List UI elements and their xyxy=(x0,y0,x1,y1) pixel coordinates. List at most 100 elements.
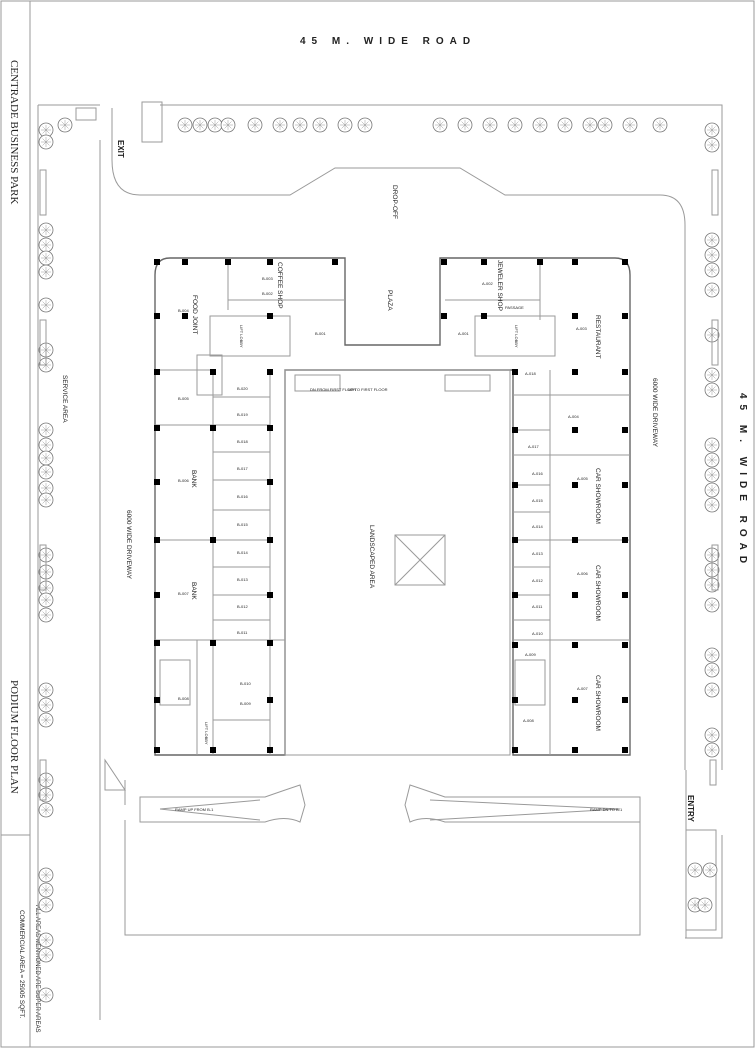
column xyxy=(267,697,273,703)
column xyxy=(512,537,518,543)
hedge xyxy=(711,544,719,591)
column xyxy=(572,592,578,598)
a-unit-label: A-011 xyxy=(532,604,543,609)
entry-label: ENTRY xyxy=(686,795,695,822)
tree-icon xyxy=(207,117,223,133)
tree-icon xyxy=(704,467,720,483)
passage-label: PASSAGE xyxy=(505,305,524,310)
a-unit-label: A-017 xyxy=(528,444,539,449)
b-unit-label: B-019 xyxy=(237,412,248,417)
b-unit-label: B-009 xyxy=(240,701,251,706)
tree-icon xyxy=(192,117,208,133)
tree-icon xyxy=(652,117,668,133)
tree-icon xyxy=(38,947,54,963)
tree-icon xyxy=(704,437,720,453)
b-unit-label: B-016 xyxy=(237,494,248,499)
b-unit-label: B-017 xyxy=(237,466,248,471)
tree-icon xyxy=(557,117,573,133)
column xyxy=(572,482,578,488)
shop-car-1: CAR SHOWROOM xyxy=(594,468,601,524)
column xyxy=(267,313,273,319)
column xyxy=(267,747,273,753)
tree-icon xyxy=(38,422,54,438)
shop-jeweler: JEWELER SHOP xyxy=(496,260,503,311)
drawing-title: PODIUM FLOOR PLAN xyxy=(8,680,20,794)
column xyxy=(267,592,273,598)
tree-icon xyxy=(38,237,54,253)
tree-icon xyxy=(622,117,638,133)
tree-icon xyxy=(457,117,473,133)
tree-icon xyxy=(704,482,720,498)
b-unit-label: B-003 xyxy=(262,276,273,281)
column xyxy=(622,259,628,265)
b-unit-label: B-011 xyxy=(237,630,248,635)
tree-icon xyxy=(337,117,353,133)
a-unit-label: A-002 xyxy=(482,281,493,286)
tree-icon xyxy=(38,712,54,728)
tree-icon xyxy=(704,452,720,468)
b-unit-label: B-010 xyxy=(240,681,251,686)
tree-icon xyxy=(38,450,54,466)
b-unit-label: B-004 xyxy=(178,308,189,313)
tree-icon xyxy=(532,117,548,133)
column xyxy=(512,482,518,488)
a-unit-label: A-015 xyxy=(532,498,543,503)
tree-icon xyxy=(704,367,720,383)
site-boundary xyxy=(37,101,723,1020)
b-unit-label: B-006 xyxy=(178,478,189,483)
tree-icon xyxy=(38,897,54,913)
tree-icon xyxy=(357,117,373,133)
tree-icon xyxy=(38,802,54,818)
escalator-right xyxy=(444,374,491,392)
tree-icon xyxy=(38,134,54,150)
a-unit-label: A-012 xyxy=(532,578,543,583)
drop-off-label: DROP-OFF xyxy=(391,185,398,219)
column xyxy=(182,313,188,319)
column xyxy=(154,425,160,431)
column xyxy=(210,369,216,375)
column xyxy=(210,640,216,646)
column xyxy=(512,369,518,375)
column xyxy=(267,259,273,265)
tree-icon xyxy=(38,592,54,608)
b-unit-label: B-020 xyxy=(237,386,248,391)
shop-car-2: CAR SHOWROOM xyxy=(594,565,601,621)
column xyxy=(210,425,216,431)
column xyxy=(154,479,160,485)
column xyxy=(267,425,273,431)
column xyxy=(225,259,231,265)
road-label-top: 45 M. WIDE ROAD xyxy=(300,36,476,47)
column xyxy=(622,697,628,703)
tree-icon xyxy=(38,987,54,1003)
column xyxy=(267,369,273,375)
column xyxy=(441,259,447,265)
tree-icon xyxy=(582,117,598,133)
driveway-right-label: 6000 WIDE DRIVEWAY xyxy=(651,378,658,448)
column xyxy=(481,313,487,319)
column xyxy=(512,697,518,703)
tree-icon xyxy=(38,250,54,266)
tree-icon xyxy=(597,117,613,133)
column xyxy=(210,537,216,543)
road-label-right: 45 M. WIDE ROAD xyxy=(737,393,748,569)
exit-label: EXIT xyxy=(116,140,125,158)
unit-labels: B-001B-002B-003B-004B-005B-006B-007B-008… xyxy=(178,276,588,723)
column xyxy=(622,537,628,543)
tree-icon xyxy=(220,117,236,133)
tree-icon xyxy=(38,264,54,280)
tree-icon xyxy=(312,117,328,133)
column xyxy=(154,640,160,646)
hedge xyxy=(39,759,47,801)
tree-icon xyxy=(247,117,263,133)
column xyxy=(622,313,628,319)
column xyxy=(267,479,273,485)
column xyxy=(441,313,447,319)
tree-icon xyxy=(697,897,713,913)
a-unit-label: A-006 xyxy=(577,571,588,576)
shop-restaurant: RESTAURANT xyxy=(594,315,601,359)
column xyxy=(154,747,160,753)
lift-lobby-label: LIFT LOBBY xyxy=(239,325,244,348)
tree-icon xyxy=(38,882,54,898)
ramp-up-label: RAMP UP FROM B-1 xyxy=(175,807,214,812)
